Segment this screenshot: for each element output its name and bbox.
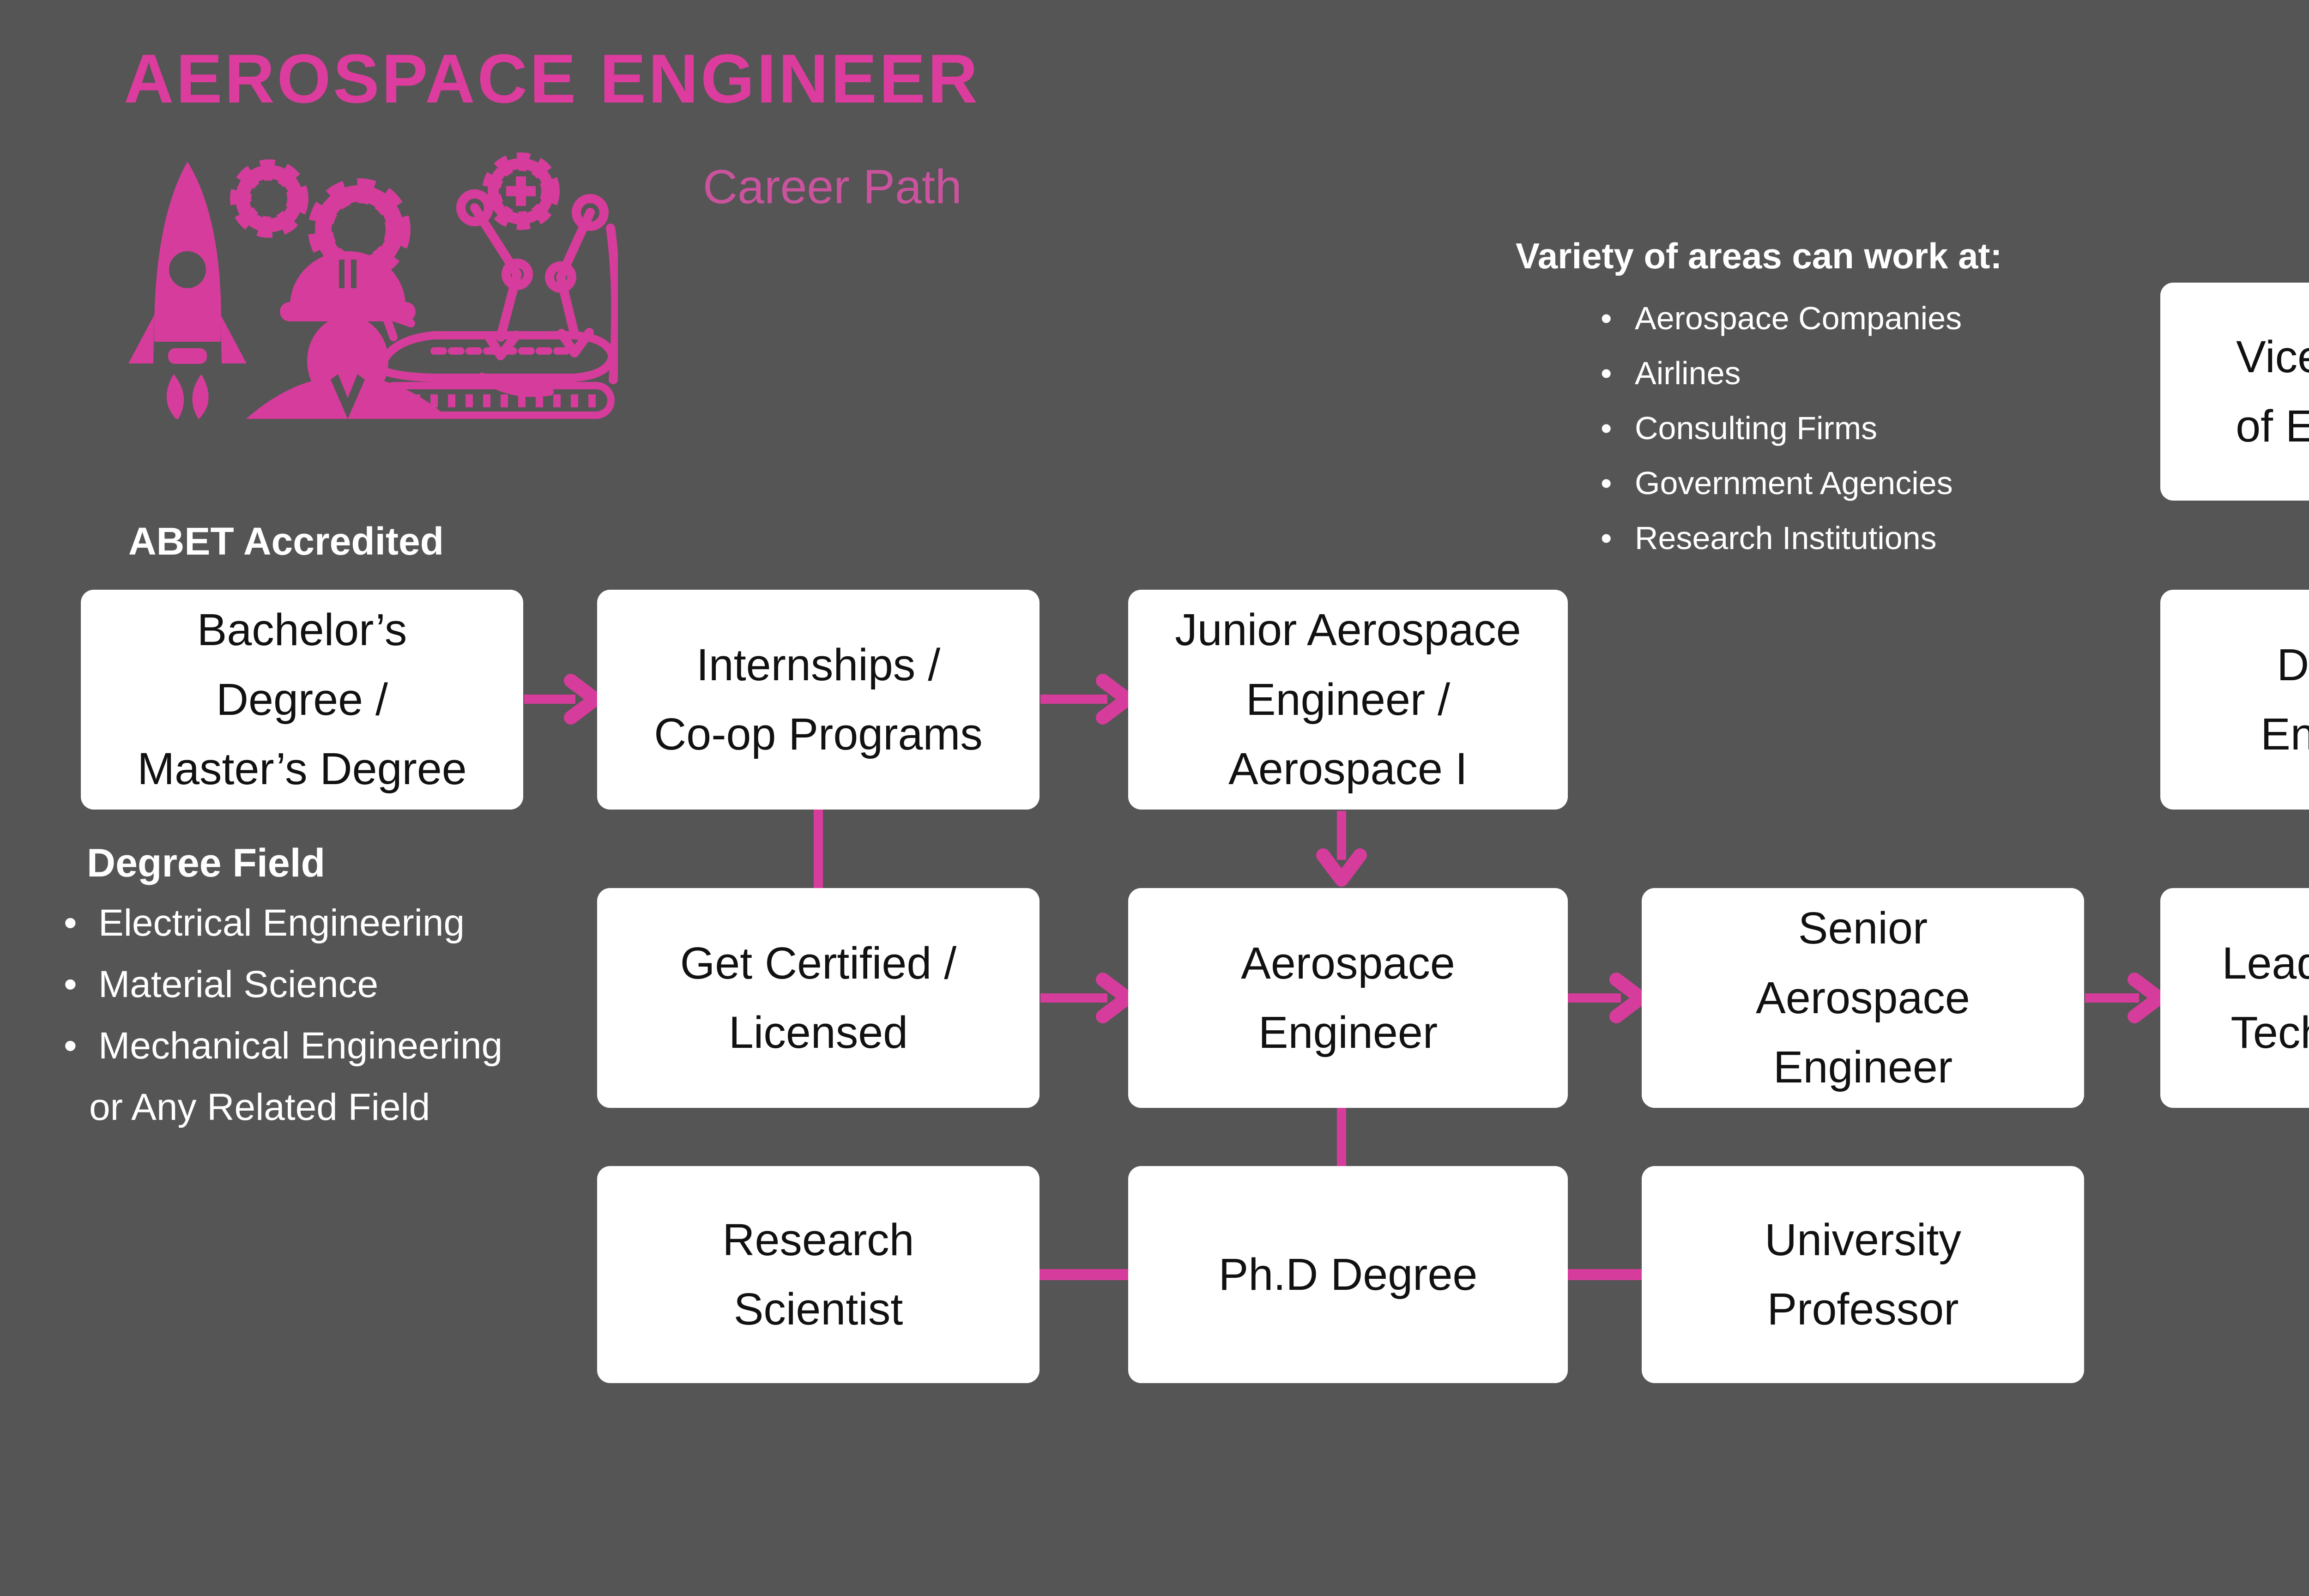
node-senior-aerospace-engineer: Senior Aerospace Engineer [1642, 888, 2084, 1108]
gear-icon [230, 159, 308, 238]
work-area-item: Aerospace Companies [1594, 291, 1962, 346]
node-label: Aerospace Engineer [1241, 937, 1455, 1058]
node-label: Senior Aerospace Engineer [1756, 903, 1970, 1093]
degree-field-extra: or Any Related Field [89, 1086, 430, 1128]
work-area-item: Airlines [1594, 346, 1962, 401]
degree-field-item: Mechanical Engineering [64, 1015, 502, 1076]
node-label: Get Certified / Licensed [680, 937, 957, 1058]
airplane-icon [376, 310, 617, 397]
node-get-certified: Get Certified / Licensed [597, 888, 1040, 1108]
degree-field-item: Material Science [64, 954, 502, 1015]
robot-arm-icon [456, 189, 621, 384]
node-phd-degree: Ph.D Degree [1128, 1166, 1568, 1383]
node-vice-president: Vice President of Engineering [2160, 283, 2309, 501]
work-area-item: Research Institutions [1594, 511, 1962, 566]
abet-accredited-label: ABET Accredited [128, 520, 444, 563]
work-area-item: Government Agencies [1594, 456, 1962, 511]
node-label: Bachelor’s Degree / Master’s Degree [137, 605, 467, 794]
aerospace-illustration-icon [110, 121, 621, 421]
degree-field-list: Electrical Engineering Material Science … [64, 892, 502, 1138]
node-junior-aerospace: Junior Aerospace Engineer / Aerospace I [1128, 590, 1568, 810]
node-aerospace-engineer: Aerospace Engineer [1128, 888, 1568, 1108]
degree-field-item: Electrical Engineering [64, 892, 502, 954]
work-area-item: Consulting Firms [1594, 401, 1962, 456]
gear-plus-icon [482, 152, 560, 230]
node-director-of-engineering: Director of Engineering [2160, 590, 2309, 810]
node-label: Junior Aerospace Engineer / Aerospace I [1175, 605, 1521, 794]
degree-field-heading: Degree Field [87, 841, 326, 885]
node-label: University Professor [1765, 1214, 1961, 1334]
engineer-helmet-vents [331, 260, 365, 419]
node-label: Director of Engineering [2261, 639, 2309, 759]
node-label: Lead Engineer / Technical Lead [2222, 937, 2309, 1058]
page-subtitle: Career Path [703, 160, 962, 214]
node-university-professor: University Professor [1642, 1166, 2084, 1383]
node-internships-coop: Internships / Co-op Programs [597, 590, 1040, 810]
node-label: Internships / Co-op Programs [654, 639, 983, 759]
work-areas-heading: Variety of areas can work at: [1516, 236, 2002, 276]
rocket-window [164, 247, 211, 293]
node-research-scientist: Research Scientist [597, 1166, 1040, 1383]
node-label: Vice President of Engineering [2236, 331, 2309, 451]
conveyor-icon [376, 382, 615, 419]
node-bachelors-masters: Bachelor’s Degree / Master’s Degree [81, 590, 523, 810]
page-title: AEROSPACE ENGINEER [124, 40, 980, 117]
work-areas-list: Aerospace Companies Airlines Consulting … [1594, 291, 1962, 566]
node-label: Ph.D Degree [1218, 1249, 1478, 1300]
node-label: Research Scientist [722, 1214, 914, 1334]
node-lead-engineer: Lead Engineer / Technical Lead [2160, 888, 2309, 1108]
